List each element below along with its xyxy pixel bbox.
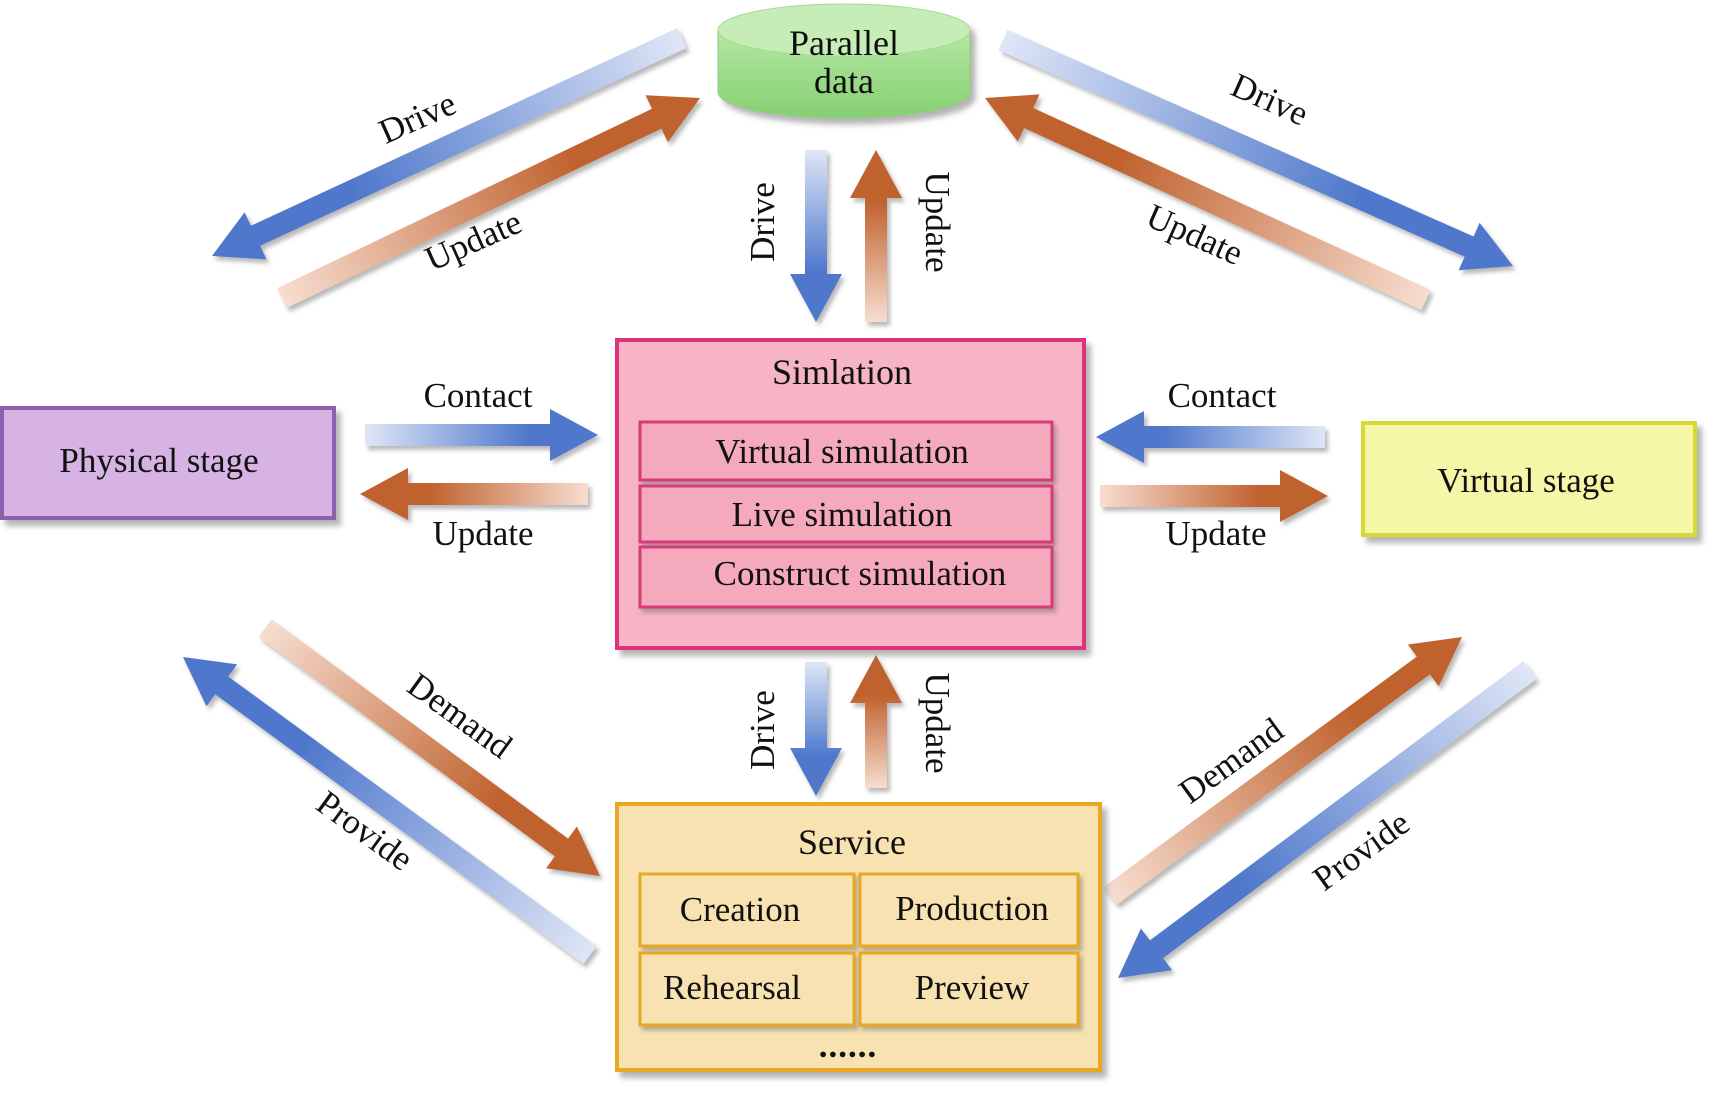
arrow-shape xyxy=(1096,411,1325,463)
arrow-shape xyxy=(258,619,600,876)
service-node: Service Creation Production Rehearsal Pr… xyxy=(615,802,1102,1072)
label-contact-left: Contact xyxy=(424,376,533,415)
service-item-creation: Creation xyxy=(638,872,856,948)
arrow-parallel-to-simulation-drive xyxy=(790,150,842,322)
label-drive-upper-center: Drive xyxy=(743,182,782,262)
arrow-physical-to-service-demand xyxy=(258,619,600,876)
arrow-physical-to-parallel-update xyxy=(277,95,700,308)
arrow-simulation-to-service-drive xyxy=(790,662,842,796)
arrow-shape xyxy=(998,29,1513,271)
arrow-service-to-virtual-demand xyxy=(1103,637,1462,905)
simulation-node: Simlation Virtual simulation Live simula… xyxy=(615,338,1086,650)
simulation-item-construct-label: Construct simulation xyxy=(714,554,1007,593)
arrow-simulation-to-physical-update xyxy=(360,468,588,520)
service-title: Service xyxy=(798,822,906,862)
arrow-shape xyxy=(360,468,588,520)
label-drive-lower-center: Drive xyxy=(743,690,782,770)
service-more-ellipsis: ...... xyxy=(819,1026,878,1065)
arrow-shape xyxy=(985,94,1431,311)
arrow-shape xyxy=(790,150,842,322)
virtual-stage-node: Virtual stage xyxy=(1361,421,1697,537)
simulation-item-live: Live simulation xyxy=(638,484,1054,544)
arrow-simulation-to-virtual-update xyxy=(1100,470,1328,522)
label-update-left: Update xyxy=(432,514,533,553)
simulation-item-construct: Construct simulation xyxy=(638,545,1054,609)
simulation-item-virtual-label: Virtual simulation xyxy=(715,432,969,471)
arrow-shape xyxy=(277,95,700,308)
label-contact-right: Contact xyxy=(1168,376,1277,415)
arrow-virtual-to-simulation-contact xyxy=(1096,411,1325,463)
label-update-right: Update xyxy=(1165,514,1266,553)
service-item-preview: Preview xyxy=(858,951,1080,1027)
arrow-parallel-to-physical-drive xyxy=(212,28,687,260)
service-item-rehearsal-label: Rehearsal xyxy=(663,968,801,1007)
simulation-item-live-label: Live simulation xyxy=(732,495,953,534)
arrow-shape xyxy=(1103,637,1462,905)
service-item-preview-label: Preview xyxy=(915,968,1030,1007)
arrow-physical-to-simulation-contact xyxy=(365,409,598,461)
parallel-data-label-line1: Parallel xyxy=(789,23,899,63)
arrow-virtual-to-parallel-update xyxy=(985,94,1431,311)
arrow-shape xyxy=(1118,661,1537,978)
arrow-shape xyxy=(1100,470,1328,522)
arrow-shape xyxy=(212,28,687,260)
label-update-lower-center: Update xyxy=(918,672,957,773)
physical-stage-label: Physical stage xyxy=(59,441,258,480)
arrow-service-to-simulation-update xyxy=(850,655,902,788)
physical-stage-node: Physical stage xyxy=(0,406,336,520)
label-drive-top-right: Drive xyxy=(1225,65,1314,133)
service-item-rehearsal: Rehearsal xyxy=(638,951,856,1027)
service-item-creation-label: Creation xyxy=(680,890,801,929)
arrows-layer xyxy=(183,28,1537,978)
parallel-data-node: Parallel data xyxy=(717,3,971,119)
arrow-simulation-to-parallel-update xyxy=(850,150,902,322)
simulation-item-virtual: Virtual simulation xyxy=(638,420,1054,482)
virtual-stage-label: Virtual stage xyxy=(1437,461,1615,500)
arrow-virtual-to-service-provide xyxy=(1118,661,1537,978)
service-item-production-label: Production xyxy=(895,889,1049,928)
arrow-service-to-physical-provide xyxy=(183,657,597,964)
service-item-production: Production xyxy=(858,872,1080,948)
parallel-data-label-line2: data xyxy=(814,61,874,101)
label-update-upper-center: Update xyxy=(918,171,957,272)
arrow-shape xyxy=(850,150,902,322)
simulation-title: Simlation xyxy=(772,352,912,392)
arrow-shape xyxy=(790,662,842,796)
arrow-shape xyxy=(365,409,598,461)
arrow-parallel-to-virtual-drive xyxy=(998,29,1513,271)
arrow-shape xyxy=(850,655,902,788)
arrow-shape xyxy=(183,657,597,964)
